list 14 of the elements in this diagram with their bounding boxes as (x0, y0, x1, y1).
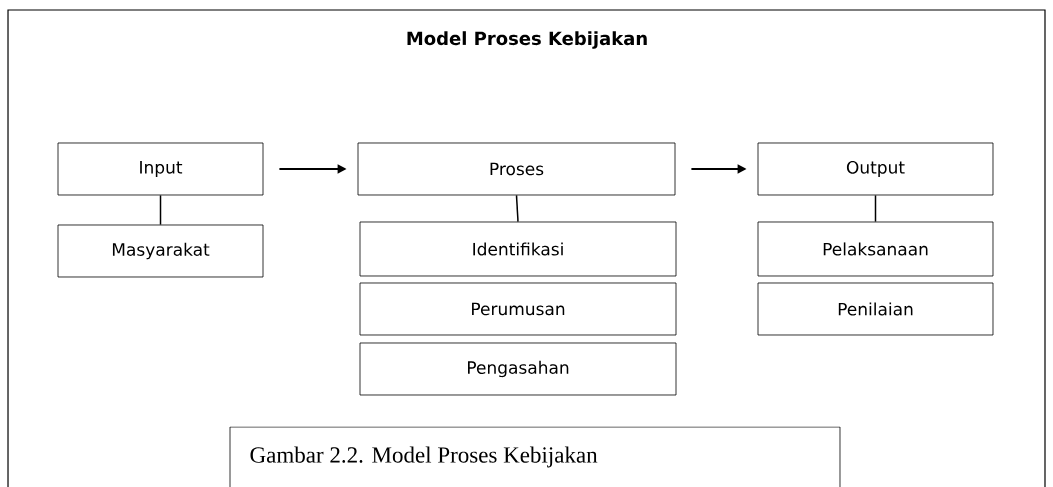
connector-line (515, 194, 519, 223)
process-box: Proses (357, 142, 676, 196)
connector-line (159, 194, 162, 226)
process-box: Pengasahan (359, 342, 677, 396)
process-box: Output (757, 142, 994, 196)
process-box: Input (57, 142, 264, 196)
process-box: Masyarakat (57, 224, 264, 278)
process-box: Identifikasi (359, 221, 677, 277)
connector-line (874, 194, 877, 223)
title: Model Proses Kebijakan (407, 31, 647, 49)
process-box: Penilaian (757, 282, 994, 336)
process-box: Perumusan (359, 282, 677, 336)
process-box: Pelaksanaan (757, 221, 994, 277)
caption: Gambar 2.2. Model Proses Kebijakan (229, 426, 841, 487)
